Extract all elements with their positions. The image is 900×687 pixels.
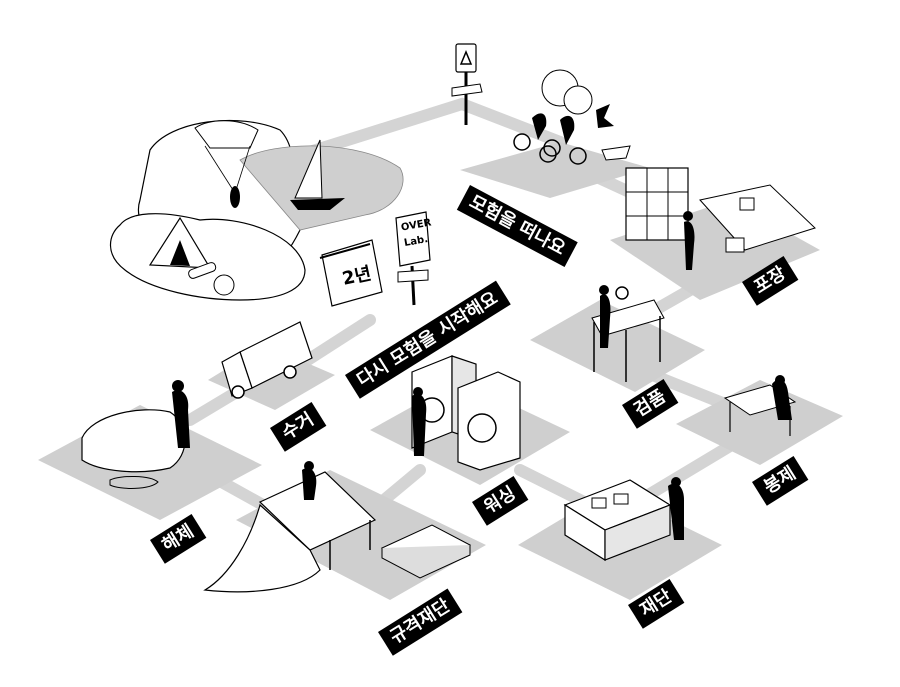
over-lab-signpost — [395, 211, 431, 306]
standard-cutting-station — [203, 461, 486, 600]
sewing-station — [676, 375, 843, 465]
dismantling-station — [38, 380, 262, 520]
adventure-island — [109, 119, 404, 301]
packaging-station — [610, 167, 820, 300]
calendar-icon — [319, 239, 383, 307]
inspection-station — [530, 285, 705, 392]
recycle-signpost — [451, 43, 483, 125]
cutting-station — [518, 477, 722, 600]
collection-station — [208, 321, 335, 410]
washing-station — [370, 355, 570, 485]
cyclists-station — [460, 69, 650, 198]
